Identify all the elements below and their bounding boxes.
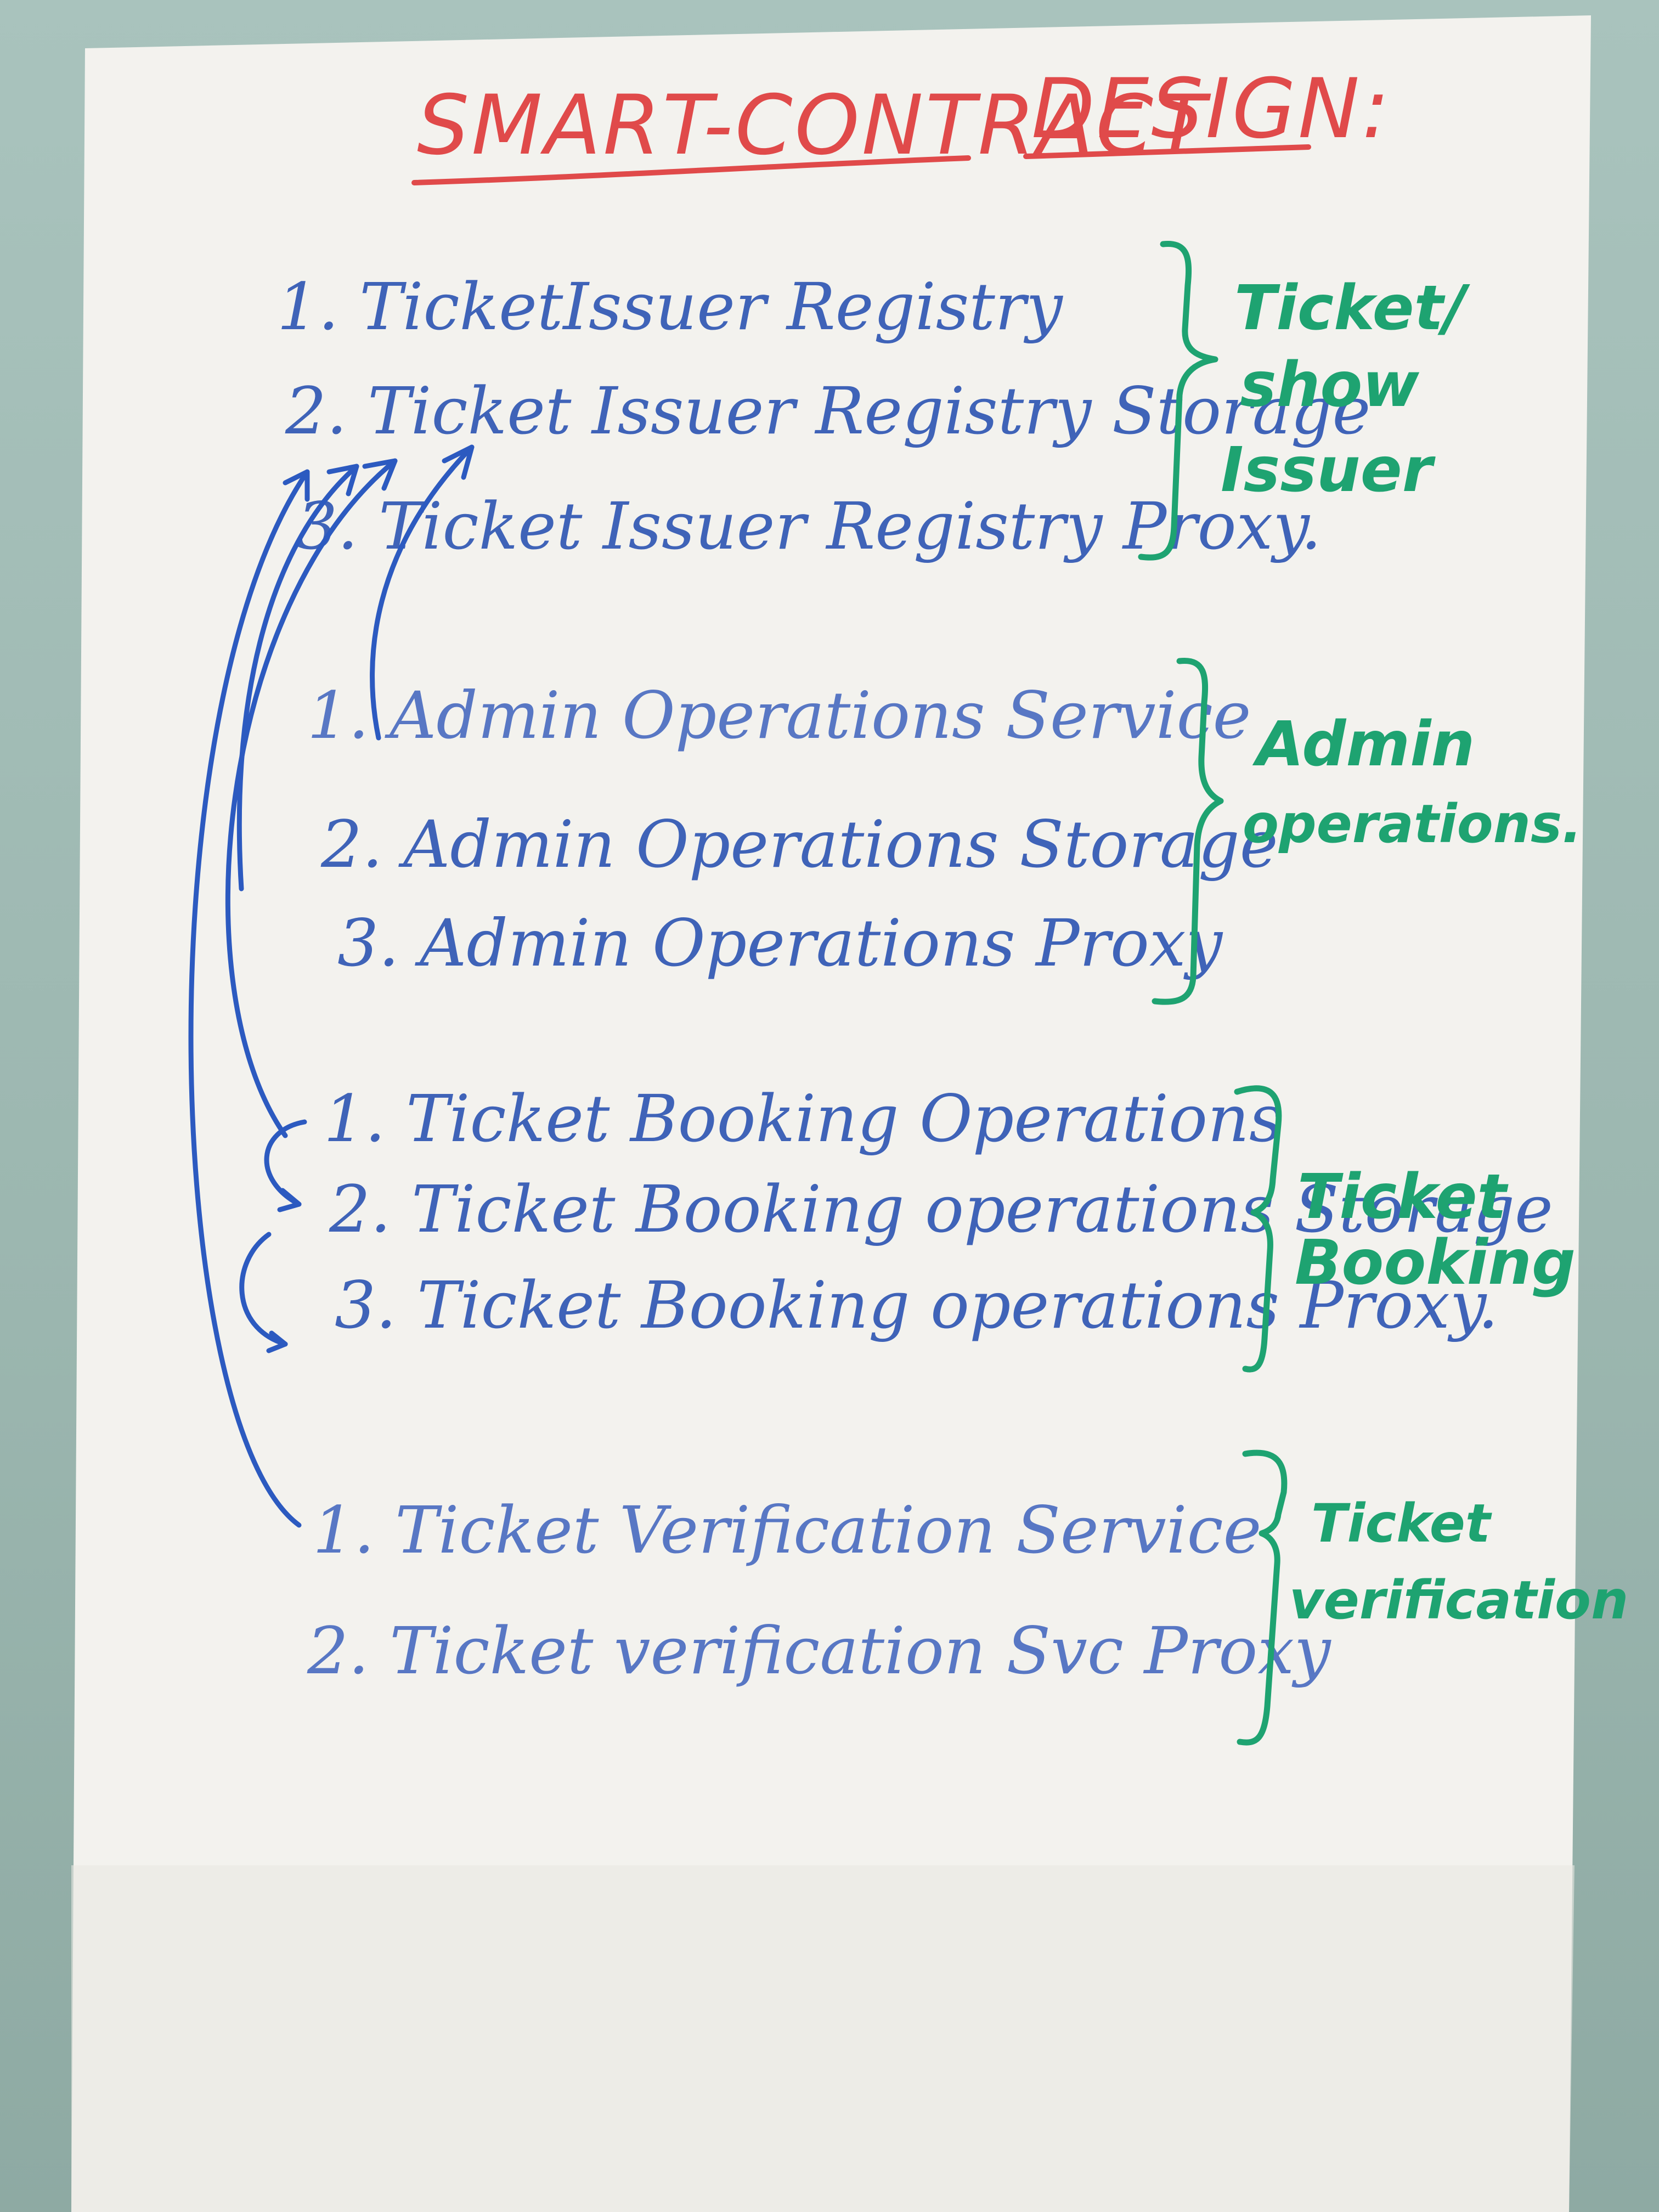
arrow-booking-to-issuer-2-head [326, 464, 359, 496]
title-part1: SMART-CONTRACT [417, 78, 1211, 173]
booking-item-3: 3. Ticket Booking operations Proxy. [335, 1267, 1498, 1343]
issuer-label-line-1: Ticket/ [1234, 273, 1470, 344]
title: SMART-CONTRACT DESIGN: [411, 61, 1392, 185]
booking-item-2: 2. Ticket Booking operations Storage [329, 1171, 1553, 1247]
arrow-verification-to-issuer [188, 469, 310, 1528]
group-ticket-issuer: 1. TicketIssuer Registry 2. Ticket Issue… [277, 240, 1470, 564]
arrow-booking-to-issuer-2 [236, 464, 359, 891]
issuer-label-line-2: show [1240, 349, 1419, 421]
arrow-booking-to-issuer [225, 458, 398, 1138]
issuer-brace [1138, 240, 1218, 561]
booking-item-1: 1. Ticket Booking Operations [324, 1081, 1283, 1156]
arrow-booking-to-issuer-head [362, 458, 398, 491]
arrow-admin-service-head [442, 444, 475, 480]
booking-label-line-2: Booking [1295, 1227, 1576, 1299]
verification-label-line-2: verification [1289, 1570, 1628, 1631]
arrow-verification-to-issuer-head [283, 469, 310, 502]
title-underline-2 [1023, 144, 1311, 159]
issuer-item-3: 3. Ticket Issuer Registry Proxy. [296, 488, 1322, 564]
verification-item-2: 2. Ticket verification Svc Proxy [307, 1613, 1331, 1689]
verification-brace [1237, 1449, 1288, 1746]
group-ticket-booking: 1. Ticket Booking Operations 2. Ticket B… [324, 1081, 1576, 1373]
board-shade [71, 1865, 1575, 2212]
title-underline-1 [411, 155, 971, 185]
arrow-booking-internal-2 [239, 1232, 288, 1347]
arrow-booking-internal-2-head [266, 1330, 288, 1353]
group-ticket-verification: 1. Ticket Verification Service 2. Ticket… [307, 1449, 1628, 1746]
issuer-item-1: 1. TicketIssuer Registry [277, 269, 1063, 345]
board-sheet [71, 15, 1591, 2212]
admin-item-2: 2. Admin Operations Storage [320, 806, 1278, 882]
admin-item-1: 1. Admin Operations Service [307, 678, 1251, 753]
issuer-item-2: 2. Ticket Issuer Registry Storage [285, 373, 1370, 449]
title-part2: DESIGN: [1031, 61, 1392, 157]
dependency-arrows [188, 444, 475, 1528]
arrow-admin-service-to-issuer [370, 444, 475, 741]
admin-brace [1152, 657, 1224, 1005]
booking-brace [1234, 1085, 1282, 1373]
verification-item-1: 1. Ticket Verification Service [313, 1492, 1262, 1568]
verification-label-line-1: Ticket [1311, 1493, 1492, 1554]
booking-label-line-1: Ticket [1297, 1161, 1509, 1233]
admin-label-line-1: Admin [1252, 709, 1475, 780]
arrow-booking-internal-1-head [277, 1188, 302, 1212]
issuer-label-line-3: Issuer [1221, 435, 1436, 506]
group-admin-operations: 1. Admin Operations Service 2. Admin Ope… [307, 657, 1582, 1005]
admin-label-line-2: operations. [1243, 793, 1582, 855]
admin-item-3: 3. Admin Operations Proxy [337, 905, 1223, 981]
